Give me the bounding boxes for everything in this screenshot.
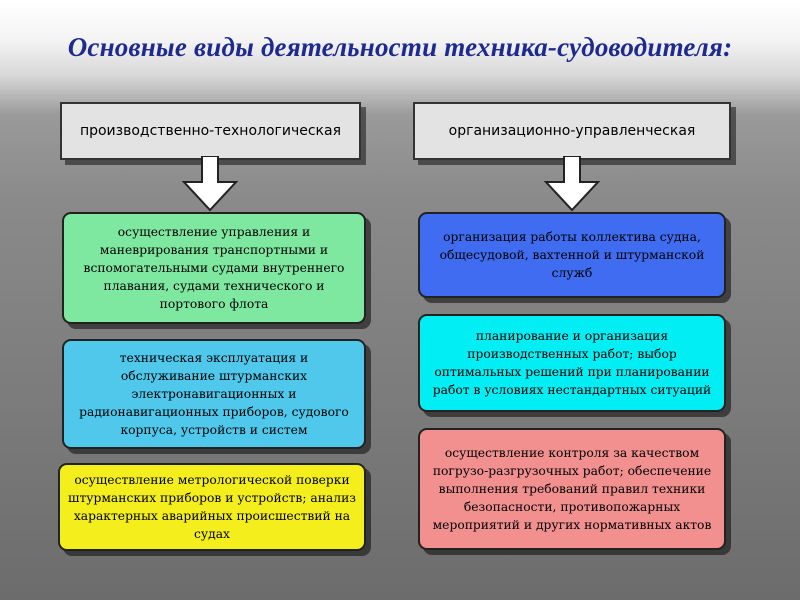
box-text: осуществление метрологической поверки шт… xyxy=(68,473,356,541)
box-text: планирование и организация производствен… xyxy=(432,329,712,397)
box-text: техническая эксплуатация и обслуживание … xyxy=(79,351,349,437)
box-work-planning: планирование и организация производствен… xyxy=(418,314,726,412)
header-organizational-managerial: организационно-управленческая xyxy=(413,102,731,160)
header-label: производственно-технологическая xyxy=(79,123,342,139)
down-arrow-icon xyxy=(182,156,238,212)
down-arrow-icon xyxy=(544,156,600,212)
box-text: осуществление управления и маневрировани… xyxy=(83,225,345,311)
page-title: Основные виды деятельности техника-судов… xyxy=(67,32,733,62)
box-quality-control: осуществление контроля за качеством погр… xyxy=(418,428,726,550)
box-crew-organization: организация работы коллектива судна, общ… xyxy=(418,212,726,298)
box-metrological-verification: осуществление метрологической поверки шт… xyxy=(58,463,366,551)
box-vessel-control: осуществление управления и маневрировани… xyxy=(62,212,366,324)
box-text: осуществление контроля за качеством погр… xyxy=(432,446,712,532)
box-technical-operation: техническая эксплуатация и обслуживание … xyxy=(62,339,366,449)
header-label: организационно-управленческая xyxy=(448,123,696,139)
header-production-technological: производственно-технологическая xyxy=(60,102,361,160)
box-text: организация работы коллектива судна, общ… xyxy=(439,230,705,280)
